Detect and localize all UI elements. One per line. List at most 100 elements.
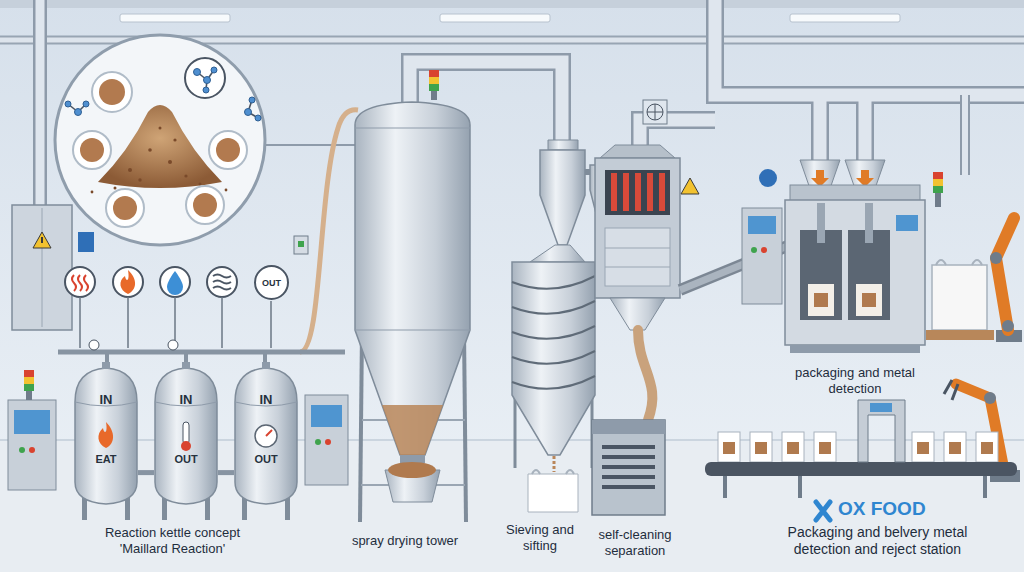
- electrical-cabinet: [33, 232, 51, 248]
- conveyor-and-metal-detector: [705, 462, 1017, 476]
- bulk-bag-and-robot: [926, 330, 994, 340]
- magnified-powder-view: [99, 79, 125, 105]
- kettle-knob: [182, 362, 190, 369]
- node-heading: OUT: [262, 278, 281, 288]
- node-heading: IN: [100, 392, 113, 407]
- self-cleaning-separator: [643, 100, 667, 124]
- cyclone-and-sifter: [512, 276, 595, 289]
- cyclone-and-sifter: [512, 262, 595, 455]
- spray-drying-tower: [355, 330, 470, 331]
- self-cleaning-separator: [605, 170, 670, 215]
- magnified-powder-view: [73, 72, 247, 227]
- magnified-powder-view: [55, 35, 265, 245]
- spray-drying-tower: [429, 70, 439, 77]
- electrical-cabinet: [298, 241, 304, 247]
- thermometer-icon: [183, 422, 189, 444]
- kettle-outline: [154, 362, 218, 520]
- factory-background: [0, 439, 1024, 441]
- cyclone-and-sifter: [530, 245, 585, 262]
- conveyor-and-metal-detector: [816, 502, 830, 520]
- process-icon: [207, 267, 237, 297]
- control-panel: [19, 447, 25, 453]
- packaging-machine: [814, 293, 828, 307]
- magnified-powder-view: [98, 105, 222, 188]
- magnified-powder-view: [68, 70, 258, 118]
- magnified-powder-view: [80, 79, 240, 220]
- conveyor-and-metal-detector: [705, 400, 1017, 520]
- spray-drying-tower: [429, 77, 439, 84]
- press-machine: [602, 445, 655, 489]
- magnified-powder-view: [216, 138, 240, 162]
- magnified-powder-view: [91, 191, 94, 194]
- conveyor-and-metal-detector: [725, 476, 985, 498]
- process-icon: [127, 297, 129, 348]
- packaging-machine: [800, 230, 842, 320]
- gauge-needle: [266, 430, 272, 436]
- packaging-machine: [742, 208, 782, 304]
- spray-drying-tower: [400, 455, 425, 463]
- process-icon: [65, 267, 271, 348]
- press-machine: [592, 420, 665, 434]
- conveyor-and-metal-detector: [949, 442, 961, 454]
- magnified-powder-view: [159, 127, 162, 130]
- self-cleaning-separator: [681, 178, 699, 194]
- self-cleaning-separator: [635, 173, 641, 211]
- magnified-powder-view: [184, 174, 187, 177]
- cyclone-and-sifter: [553, 456, 556, 472]
- self-cleaning-separator: [611, 173, 617, 211]
- magnified-powder-view: [168, 160, 172, 164]
- self-cleaning-separator: [611, 173, 665, 211]
- bulk-bag-and-robot: [944, 380, 958, 400]
- conveyor-and-metal-detector: [944, 432, 966, 462]
- conveyor-and-metal-detector: [976, 432, 998, 462]
- bulk-bag-and-robot: [1002, 320, 1014, 332]
- process-icon: [65, 267, 237, 297]
- cyclone-and-sifter: [514, 395, 517, 468]
- kettle-piping: [168, 340, 178, 350]
- conveyor-and-metal-detector: [718, 432, 740, 462]
- bulk-bag-and-robot: [984, 392, 996, 404]
- stage-caption: Packaging and belvery metal detection an…: [765, 524, 990, 558]
- magnified-powder-view: [75, 109, 82, 116]
- stage-caption: Reaction kettle concept 'Maillard Reacti…: [85, 525, 260, 556]
- kettle-piping: [58, 110, 358, 364]
- electrical-cabinet: [12, 205, 72, 330]
- conveyor-and-metal-detector: [723, 442, 735, 454]
- magnified-powder-view: [138, 178, 141, 181]
- magnified-powder-view: [225, 189, 228, 192]
- control-panel: [24, 377, 34, 384]
- cyclone-and-sifter: [540, 150, 585, 245]
- magnified-powder-view: [65, 67, 261, 121]
- self-cleaning-separator: [623, 173, 629, 211]
- process-icon: [79, 297, 81, 348]
- electrical-cabinet: [41, 237, 43, 243]
- kettle-body: [155, 368, 217, 504]
- magnified-powder-view: [173, 138, 176, 141]
- stage-caption: Sieving and sifting: [505, 522, 575, 553]
- kettle-body: [235, 368, 297, 504]
- bulk-bag-and-robot: [936, 260, 982, 265]
- cyclone-and-sifter: [585, 169, 590, 175]
- self-cleaning-separator: [605, 248, 670, 249]
- process-icon: [213, 281, 231, 284]
- control-panel: [29, 447, 35, 453]
- cyclone-and-sifter: [512, 326, 595, 339]
- spray-drying-tower: [382, 405, 443, 455]
- reaction-kettle: INOUT: [234, 362, 298, 520]
- kettle-piping: [58, 350, 345, 355]
- process-icon: [72, 275, 76, 291]
- conveyor-and-metal-detector: [755, 442, 767, 454]
- packaging-machine: [748, 216, 776, 234]
- conveyor-and-metal-detector: [870, 403, 892, 412]
- magnified-powder-view: [73, 131, 111, 169]
- self-cleaning-separator: [647, 173, 653, 211]
- packaging-machine: [856, 284, 882, 316]
- duct-pipe: [33, 0, 47, 205]
- ceiling-light: [120, 14, 900, 22]
- packaging-machine: [761, 247, 767, 253]
- magnified-powder-view: [255, 115, 261, 121]
- stage-caption: packaging and metal detection: [795, 365, 915, 396]
